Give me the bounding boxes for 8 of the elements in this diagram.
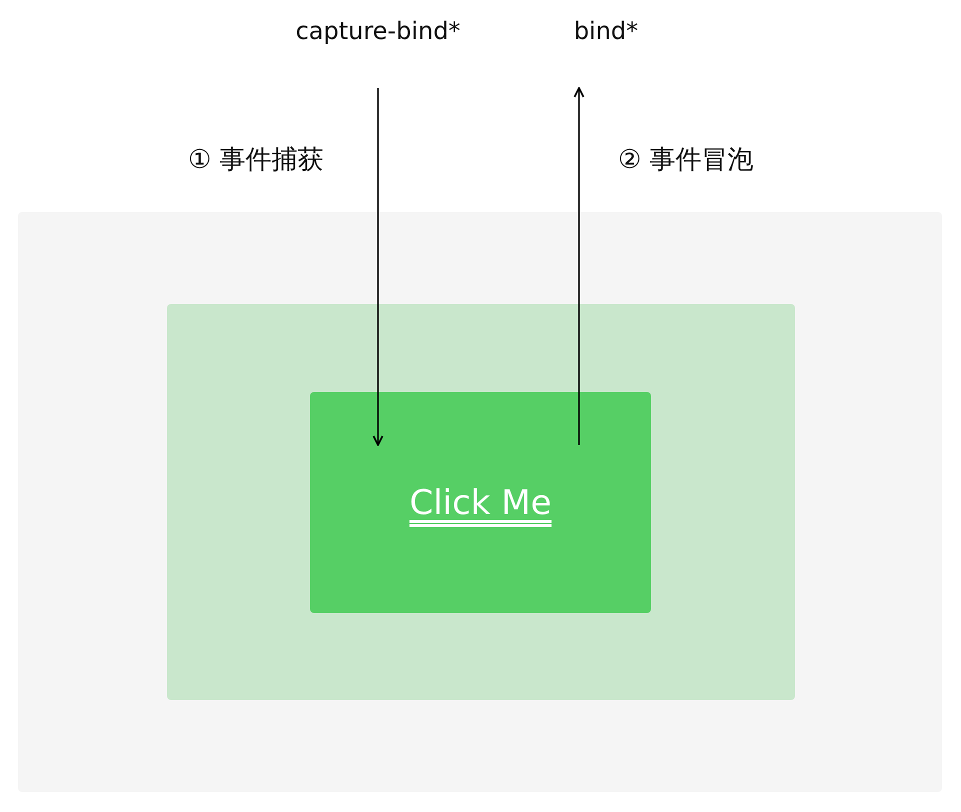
page-area xyxy=(18,212,942,792)
event-name: capture-bind* xyxy=(285,14,471,50)
event-name: bind* xyxy=(568,14,644,50)
arrow xyxy=(372,88,384,446)
arrow xyxy=(574,87,584,445)
button-text: Click Me xyxy=(409,482,552,524)
container-area xyxy=(167,304,795,700)
button-box xyxy=(310,392,651,613)
